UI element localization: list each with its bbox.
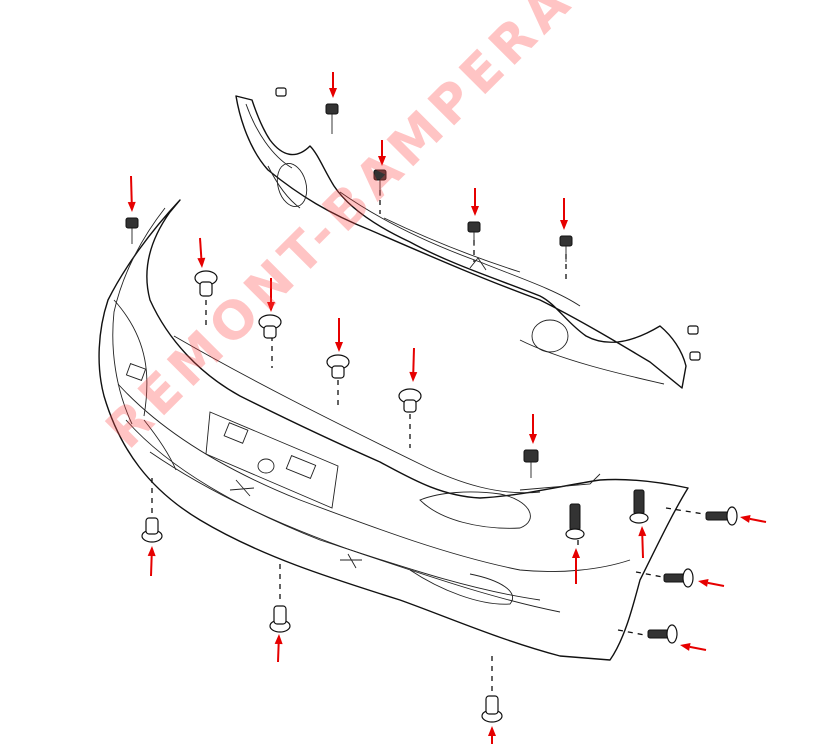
small-bolt-right-1: [687, 325, 699, 335]
small-bolt-left: [275, 87, 287, 97]
clip-3: [326, 354, 350, 379]
small-bolt-right-2: [689, 351, 701, 361]
red-arrow-11: [147, 546, 156, 577]
guide-lines: [151, 190, 705, 692]
red-arrow-5: [127, 175, 136, 212]
clip-2: [258, 314, 282, 339]
red-arrow-1: [329, 72, 337, 98]
red-arrow-12: [274, 634, 283, 663]
bolt-bumper-left: [125, 217, 139, 244]
lower-clip-mid: [269, 605, 291, 633]
red-arrow-14: [572, 548, 580, 584]
red-arrow-4: [560, 198, 568, 230]
front-bumper-cover: [98, 199, 689, 661]
red-arrow-18: [680, 642, 707, 651]
side-screw-2: [663, 568, 694, 588]
bolt-top-3: [467, 221, 481, 246]
red-arrow-16: [740, 514, 767, 523]
red-arrow-8: [335, 318, 343, 352]
fasteners: [125, 87, 738, 723]
side-screw-1: [705, 506, 738, 526]
side-screw-3: [647, 624, 678, 644]
upper-bumper-bar: [235, 95, 687, 389]
bolt-top-1: [325, 103, 339, 134]
bolt-bumper-right: [523, 449, 539, 478]
bolt-top-4: [559, 235, 573, 262]
red-arrow-15: [638, 526, 647, 559]
clip-1: [194, 270, 218, 297]
bolt-top-2: [373, 169, 387, 196]
lower-clip-left: [141, 517, 163, 543]
red-arrow-3: [471, 188, 479, 216]
screw-corner-1: [565, 503, 585, 540]
red-arrow-9: [409, 347, 418, 382]
screw-corner-2: [629, 489, 649, 524]
red-arrow-2: [378, 140, 386, 166]
clip-4: [398, 388, 422, 413]
red-arrow-17: [698, 578, 725, 587]
red-arrow-13: [488, 726, 496, 744]
lower-clip-bottom: [481, 695, 503, 723]
red-arrow-6: [197, 237, 206, 268]
arrows: [127, 72, 767, 744]
red-arrow-10: [529, 414, 537, 444]
red-arrow-7: [267, 278, 275, 312]
